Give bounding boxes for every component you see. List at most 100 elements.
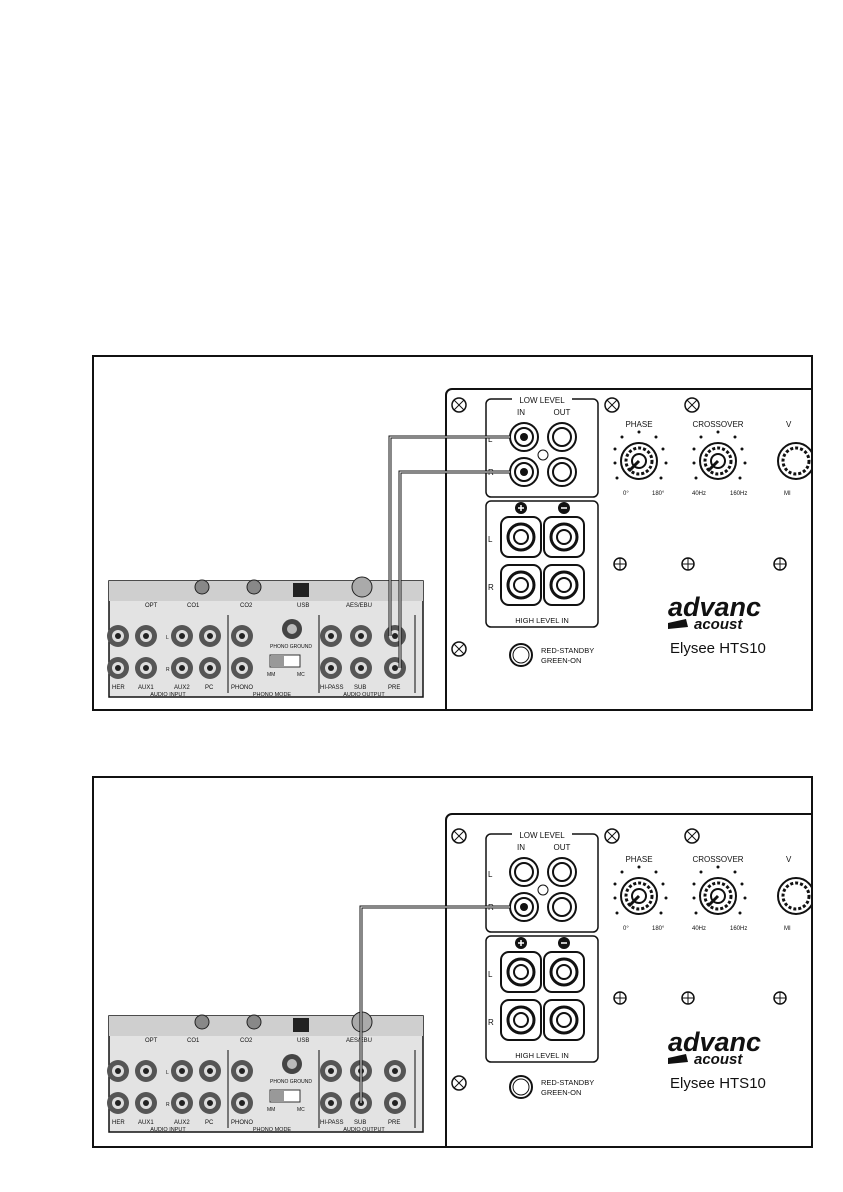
crossover-label: CROSSOVER [692, 855, 743, 864]
left-label: L [488, 435, 493, 444]
crossover-label: CROSSOVER [692, 420, 743, 429]
minus-icon [558, 937, 570, 949]
phono-ground-terminal-icon [282, 1054, 302, 1074]
rca-jack-icon [171, 1060, 193, 1082]
channel-r-label: R [166, 1102, 170, 1108]
diagram-svg: LOW LEVEL IN OUT L R [107, 813, 811, 1146]
screw-icon [451, 828, 467, 844]
volume-min-label: MI [784, 926, 791, 932]
out-label: OUT [554, 408, 571, 417]
brand-swoosh [668, 1054, 688, 1064]
rca-jack-icon [135, 625, 157, 647]
speaker-terminal [500, 999, 542, 1041]
usb-label: USB [297, 1038, 309, 1044]
rca-jack-icon [384, 1060, 406, 1082]
rca-in-left-jack [509, 857, 539, 887]
coax-jack-icon [194, 579, 210, 595]
rca-jack-icon [107, 1060, 129, 1082]
screw-icon [773, 557, 787, 571]
phase-max-label: 180° [652, 926, 665, 932]
high-level-label: HIGH LEVEL IN [515, 1051, 569, 1060]
screw-icon [684, 828, 700, 844]
channel-l-label: L [166, 1070, 169, 1076]
audio-input-section-label: AUDIO INPUT [150, 692, 186, 698]
led-label-line2: GREEN-ON [541, 656, 581, 665]
brand-logo: advanc [668, 592, 761, 622]
rca-jack-icon [199, 625, 221, 647]
rca-jack-icon [384, 625, 406, 647]
rca-jack-icon [171, 657, 193, 679]
rca-jack-icon [350, 657, 372, 679]
crossover-min-label: 40Hz [692, 491, 706, 497]
rca-out-right-jack [547, 457, 577, 487]
rca-jack-icon [231, 1092, 253, 1114]
input-label-pc: PC [205, 1120, 214, 1126]
channel-l-label: L [166, 635, 169, 641]
rca-jack-icon [320, 657, 342, 679]
rca-jack-icon [135, 1060, 157, 1082]
high-level-box [485, 935, 599, 1063]
high-right-label: R [488, 583, 494, 592]
led-label-line2: GREEN-ON [541, 1088, 581, 1097]
rca-jack-icon [320, 625, 342, 647]
low-level-label: LOW LEVEL [519, 831, 565, 840]
rca-jack-icon [171, 1092, 193, 1114]
mc-label: MC [297, 1107, 305, 1113]
screw-icon [773, 991, 787, 1005]
phono-ground-terminal-icon [282, 619, 302, 639]
volume-label: V [786, 420, 792, 429]
rca-jack-icon [320, 1060, 342, 1082]
input-label-aux2: AUX2 [174, 1120, 190, 1126]
rca-jack-icon [231, 657, 253, 679]
rca-in-right-jack [509, 457, 539, 487]
coax-jack-icon [194, 1014, 210, 1030]
phono-ground-label: PHONO GROUND [270, 644, 312, 650]
rca-jack-icon [199, 657, 221, 679]
output-label-pre: PRE [388, 685, 400, 691]
co2-label: CO2 [240, 1038, 253, 1044]
co2-label: CO2 [240, 603, 253, 609]
volume-knob-icon [777, 877, 811, 915]
rca-jack-icon [199, 1092, 221, 1114]
brand-logo: advanc [668, 1027, 761, 1057]
phase-knob-icon [613, 430, 668, 480]
phono-label: PHONO [231, 1120, 253, 1126]
amplifier-panel: OPT CO1 CO2 USB AES/EBU L R HER AUX1 AU [107, 1011, 424, 1133]
speaker-terminal [500, 564, 542, 606]
rca-jack-icon [171, 625, 193, 647]
ground-screw-icon [537, 449, 549, 461]
rca-out-right-jack [547, 892, 577, 922]
output-label-hi-pass: HI-PASS [320, 685, 344, 691]
audio-output-section-label: AUDIO OUTPUT [343, 692, 385, 698]
amplifier-panel: OPT CO1 CO2 USB AES/EBU L R HER [107, 576, 424, 698]
output-label-sub: SUB [354, 1120, 366, 1126]
screw-icon [451, 1075, 467, 1091]
screw-icon [613, 991, 627, 1005]
phase-min-label: 0° [623, 491, 629, 497]
rca-in-left-jack [509, 422, 539, 452]
speaker-terminal [500, 516, 542, 558]
usb-port-icon [293, 583, 309, 597]
phase-label: PHASE [625, 420, 652, 429]
co1-label: CO1 [187, 603, 200, 609]
led-label-line1: RED-STANDBY [541, 1078, 594, 1087]
phase-knob-icon [613, 865, 668, 915]
volume-label: V [786, 855, 792, 864]
audio-input-section-label: AUDIO INPUT [150, 1127, 186, 1133]
left-label: L [488, 870, 493, 879]
speaker-terminal [543, 564, 585, 606]
screw-icon [451, 641, 467, 657]
brand-logo-subtitle: acoust [694, 1051, 743, 1068]
screw-icon [451, 397, 467, 413]
in-label: IN [517, 408, 525, 417]
mono-sub-connection-diagram: LOW LEVEL IN OUT L R [92, 776, 813, 1148]
opt-label: OPT [145, 603, 158, 609]
brand-logo-subtitle: acoust [694, 616, 743, 633]
opt-label: OPT [145, 1038, 158, 1044]
usb-label: USB [297, 603, 309, 609]
rca-jack-icon [384, 657, 406, 679]
high-left-label: L [488, 970, 493, 979]
screw-icon [604, 397, 620, 413]
input-label-aux2: AUX2 [174, 685, 190, 691]
screw-icon [681, 557, 695, 571]
